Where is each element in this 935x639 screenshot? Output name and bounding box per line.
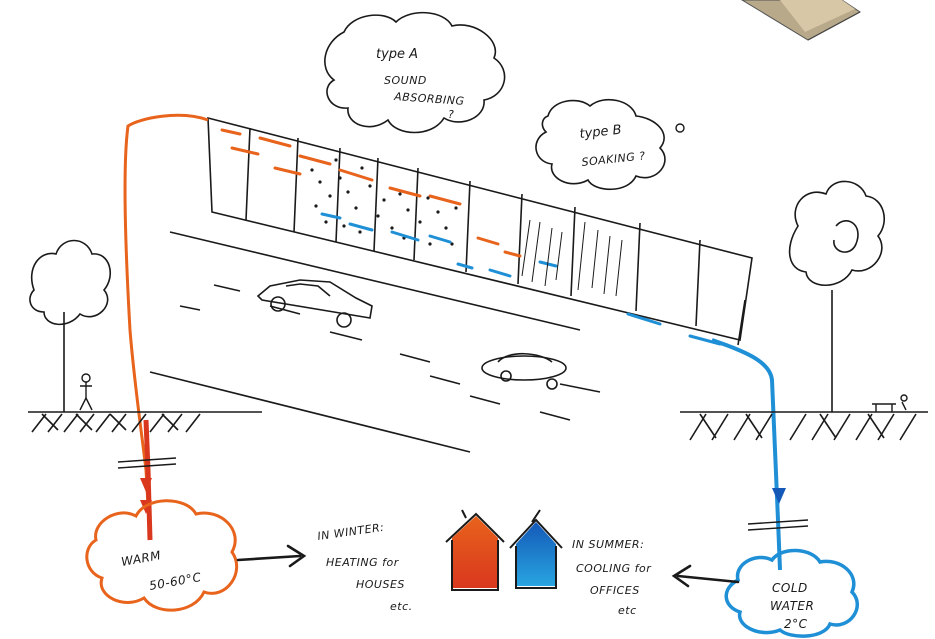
bubble-a-line3: ABSORBING [393,90,465,108]
road [150,232,600,452]
warm-flow-marks [222,130,520,256]
bubble-a-line2: SOUND [384,74,427,87]
cold-pipe [712,340,780,570]
warm-pipe [125,115,208,540]
tree-left [30,241,110,413]
tree-right [790,181,885,412]
winter-line4: etc. [390,600,413,613]
summer-line3: OFFICES [590,584,640,597]
bubble-a-title: type A [376,47,418,62]
winter-heading: IN WINTER: [317,521,385,543]
bubble-a-question: ? [448,108,454,121]
pod-vehicle [482,354,566,389]
warm-label: WARM [120,548,162,569]
sound-absorbing-texture [310,158,457,245]
arrow-cold-to-summer [674,566,738,586]
cold-water-label: WATER [770,599,814,613]
person-figure [80,374,92,410]
cold-temperature: 2°C [784,617,808,631]
cold-flow-arrow [772,488,786,504]
summer-heading: IN SUMMER: [572,538,644,551]
summer-line2: COOLING for [576,562,652,575]
bubble-tail-b [676,124,684,132]
bubble-b-line2: SOAKING ? [581,149,646,169]
warm-house-icon [446,510,504,590]
bench-figure [872,395,907,412]
bubble-type-b [536,100,665,190]
winter-line2: HEATING for [326,556,400,569]
warm-reservoir [87,501,237,610]
summer-line4: etc [618,604,637,617]
warm-temperature: 50-60°C [148,570,202,593]
cold-label: COLD [772,581,808,595]
car [258,280,372,327]
ground-right [680,412,928,440]
winter-line3: HOUSES [356,578,405,591]
building-fragment [742,0,860,40]
bubble-type-a [325,13,505,133]
arrow-warm-to-winter [238,546,304,566]
bubble-b-title: type B [579,123,623,142]
cold-house-icon [510,510,562,588]
